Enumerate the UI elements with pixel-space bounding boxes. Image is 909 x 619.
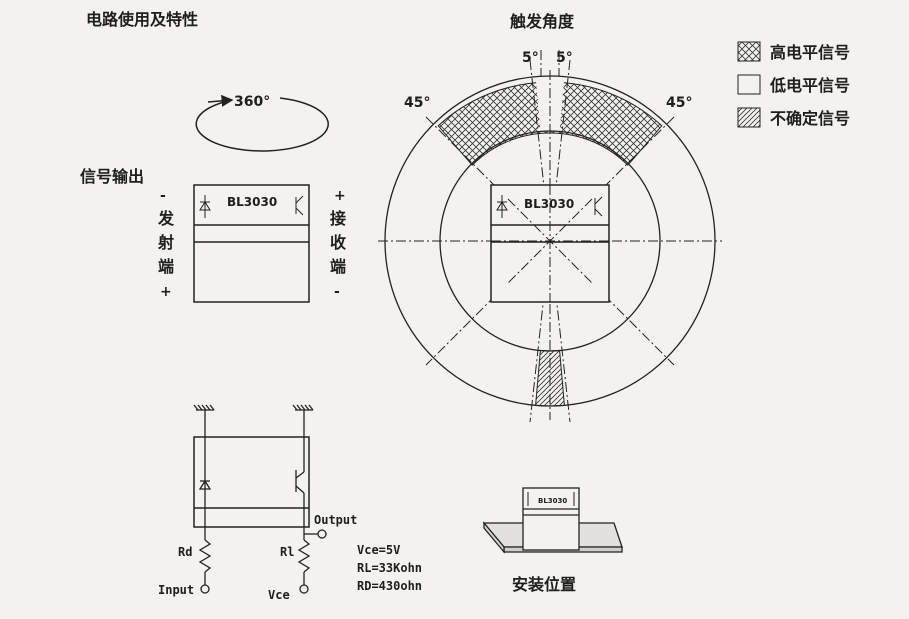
angle-left-big: 45° xyxy=(404,95,430,111)
install-title: 安装位置 xyxy=(512,575,576,594)
angle-left-small: 5° xyxy=(522,50,539,66)
install-illustration xyxy=(482,487,623,554)
spec-vce: Vce=5V xyxy=(357,543,400,557)
rotation-arrow-icon xyxy=(207,94,234,107)
rotation-label: 360° xyxy=(234,94,270,110)
signal-output-title: 信号输出 xyxy=(80,167,144,186)
circuit-diode-icon xyxy=(198,479,212,490)
vce-terminal xyxy=(299,584,309,594)
rotation-indicator: 360° xyxy=(195,94,329,152)
angle-right-small: 5° xyxy=(556,50,573,66)
emitter-char-1: 发 xyxy=(157,209,175,228)
chip-name-label: BL3030 xyxy=(227,195,277,209)
chip-body xyxy=(193,184,310,303)
angle-right-big: 45° xyxy=(666,95,692,111)
ground-icon-left xyxy=(193,404,215,437)
chip-terminal-diagram: BL3030 - 发 射 端 + + 接 收 端 - xyxy=(157,184,346,303)
center-diode-icon xyxy=(496,195,508,218)
receiver-char-1: 接 xyxy=(330,209,346,228)
legend-swatch-high xyxy=(737,41,761,62)
legend-label-low: 低电平信号 xyxy=(769,76,850,95)
center-chip-label: BL3030 xyxy=(524,197,574,211)
receiver-char-3: 端 xyxy=(330,257,346,276)
center-phototransistor-icon xyxy=(594,196,603,217)
input-terminal xyxy=(200,584,210,594)
spec-rl: RL=33Kohn xyxy=(357,561,422,575)
legend-label-uncertain: 不确定信号 xyxy=(770,109,850,128)
mounted-chip xyxy=(522,487,580,551)
phototransistor-icon xyxy=(295,195,304,216)
angle-title: 触发角度 xyxy=(509,12,575,31)
circuit-chip-body xyxy=(193,436,310,528)
diode-icon xyxy=(199,195,211,218)
emitter-char-3: 端 xyxy=(158,257,174,276)
receiver-plus: + xyxy=(334,188,346,204)
rd-label: Rd xyxy=(178,545,192,559)
trigger-angle-diagram: BL3030 5° 5° 45° 45° xyxy=(378,50,722,423)
receiver-char-2: 收 xyxy=(330,233,346,252)
receiver-minus: - xyxy=(334,284,340,300)
rl-resistor xyxy=(297,539,311,573)
input-label: Input xyxy=(158,583,194,597)
circuit-schematic xyxy=(193,404,327,594)
emitter-minus: - xyxy=(160,188,166,204)
emitter-plus: + xyxy=(160,284,172,300)
legend: 高电平信号 低电平信号 不确定信号 xyxy=(737,41,850,128)
emitter-char-2: 射 xyxy=(157,233,174,252)
ground-icon-right xyxy=(292,404,314,437)
output-terminal xyxy=(317,529,327,539)
rotation-ellipse xyxy=(195,97,329,152)
usage-title: 电路使用及特性 xyxy=(86,10,198,29)
notch-zone xyxy=(535,75,565,132)
legend-swatch-uncertain xyxy=(737,107,761,128)
rl-label: Rl xyxy=(280,545,294,559)
legend-label-high: 高电平信号 xyxy=(770,43,850,62)
spec-rd: RD=430ohn xyxy=(357,579,422,593)
vce-label: Vce xyxy=(268,588,290,602)
legend-swatch-low xyxy=(737,74,761,95)
rd-resistor xyxy=(198,539,212,573)
install-chip-label: BL3030 xyxy=(538,497,567,505)
output-label: Output xyxy=(314,513,357,527)
